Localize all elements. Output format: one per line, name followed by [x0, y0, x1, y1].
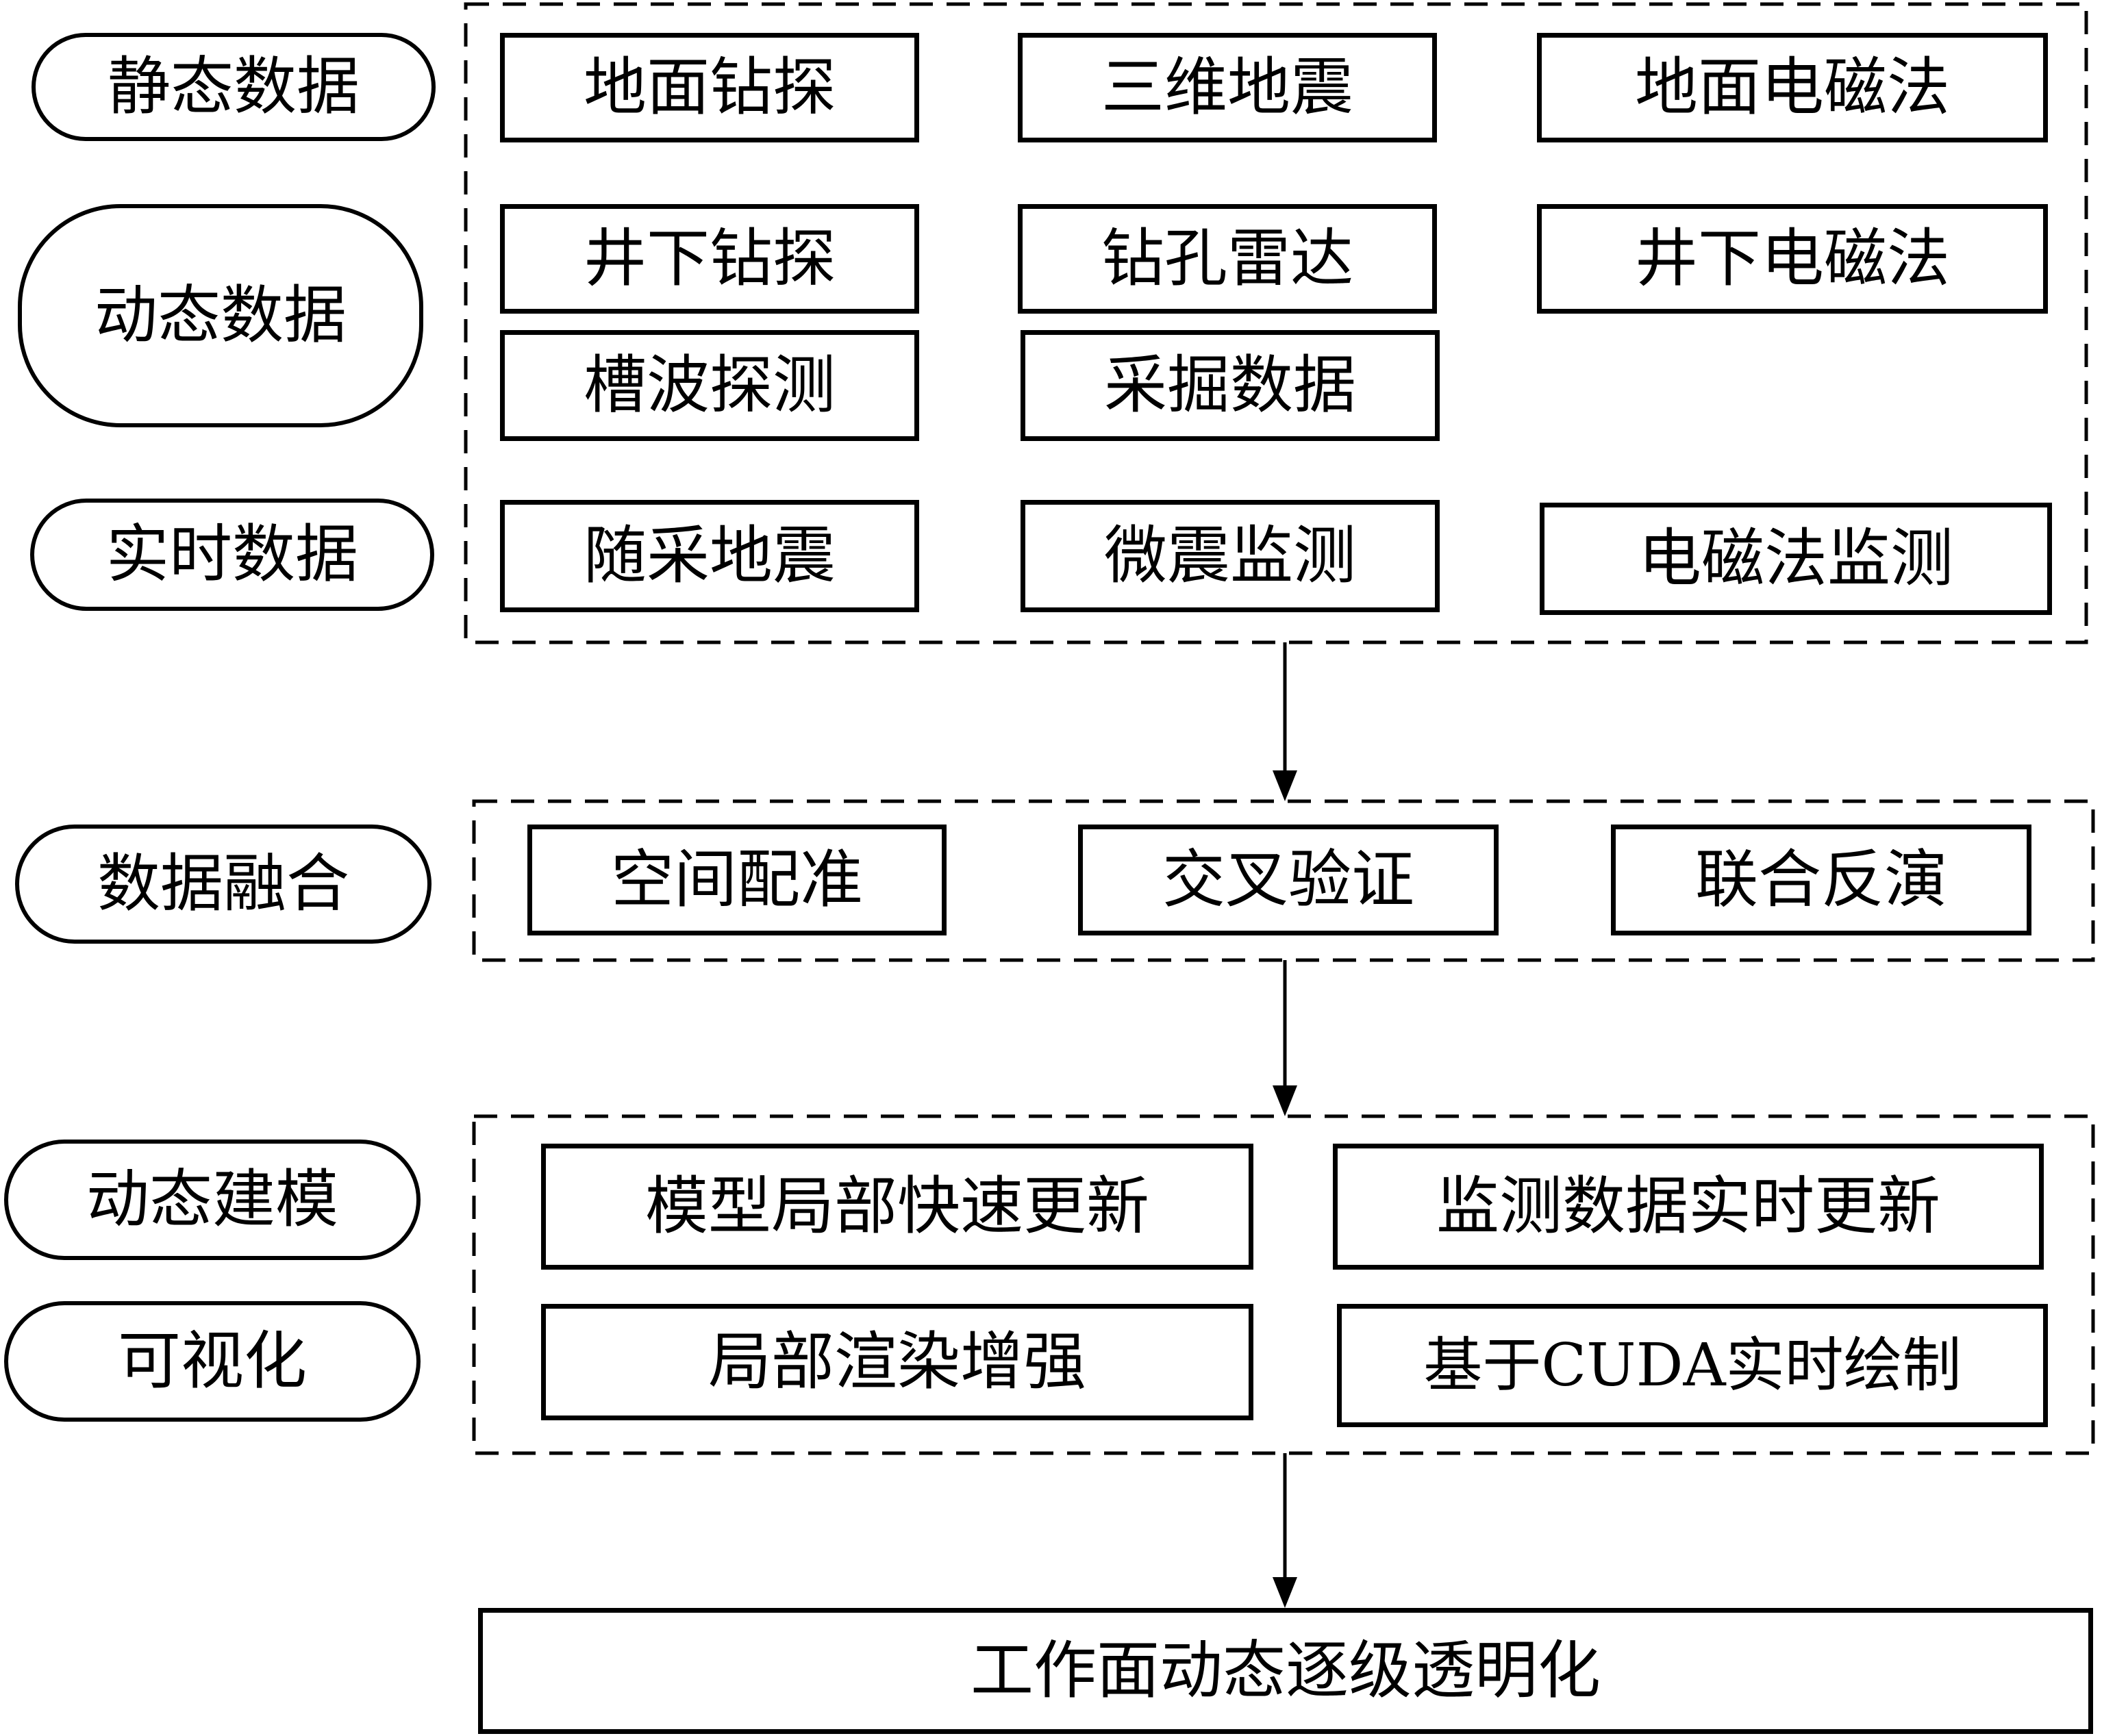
source-3d-seismic: 三维地震 [1018, 33, 1437, 142]
stage-realtime-data: 实时数据 [30, 499, 434, 611]
source-ground-electromagnetic: 地面电磁法 [1537, 33, 2048, 142]
fusion-cross-validation: 交叉验证 [1078, 825, 1499, 935]
visual-local-rendering-enhance: 局部渲染增强 [541, 1304, 1253, 1420]
model-local-fast-update: 模型局部快速更新 [541, 1144, 1253, 1270]
stage-visualization: 可视化 [4, 1301, 421, 1422]
stage-dynamic-modeling: 动态建模 [4, 1140, 421, 1260]
source-underground-drilling: 井下钻探 [500, 204, 919, 314]
stage-static-data: 静态数据 [32, 33, 436, 141]
arrow-modeling-to-output [1273, 1453, 1297, 1608]
stage-data-fusion: 数据融合 [15, 825, 431, 944]
source-electromagnetic-monitoring: 电磁法监测 [1540, 503, 2052, 615]
arrow-sources-to-fusion [1273, 642, 1297, 801]
fusion-spatial-registration: 空间配准 [527, 825, 947, 935]
output-working-face-transparency: 工作面动态逐级透明化 [478, 1608, 2093, 1734]
stage-dynamic-data: 动态数据 [18, 204, 423, 427]
source-borehole-radar: 钻孔雷达 [1018, 204, 1437, 314]
source-ground-drilling: 地面钻探 [500, 33, 919, 142]
model-monitoring-realtime-update: 监测数据实时更新 [1333, 1144, 2044, 1270]
source-channel-wave: 槽波探测 [500, 330, 919, 441]
source-underground-electromagnetic: 井下电磁法 [1537, 204, 2048, 314]
arrow-fusion-to-modeling [1273, 960, 1297, 1116]
source-seismic-while-mining: 随采地震 [500, 500, 919, 612]
source-mining-data: 采掘数据 [1021, 330, 1440, 441]
source-microseismic-monitoring: 微震监测 [1021, 500, 1440, 612]
visual-cuda-realtime-drawing: 基于CUDA实时绘制 [1337, 1304, 2048, 1427]
fusion-joint-inversion: 联合反演 [1611, 825, 2031, 935]
